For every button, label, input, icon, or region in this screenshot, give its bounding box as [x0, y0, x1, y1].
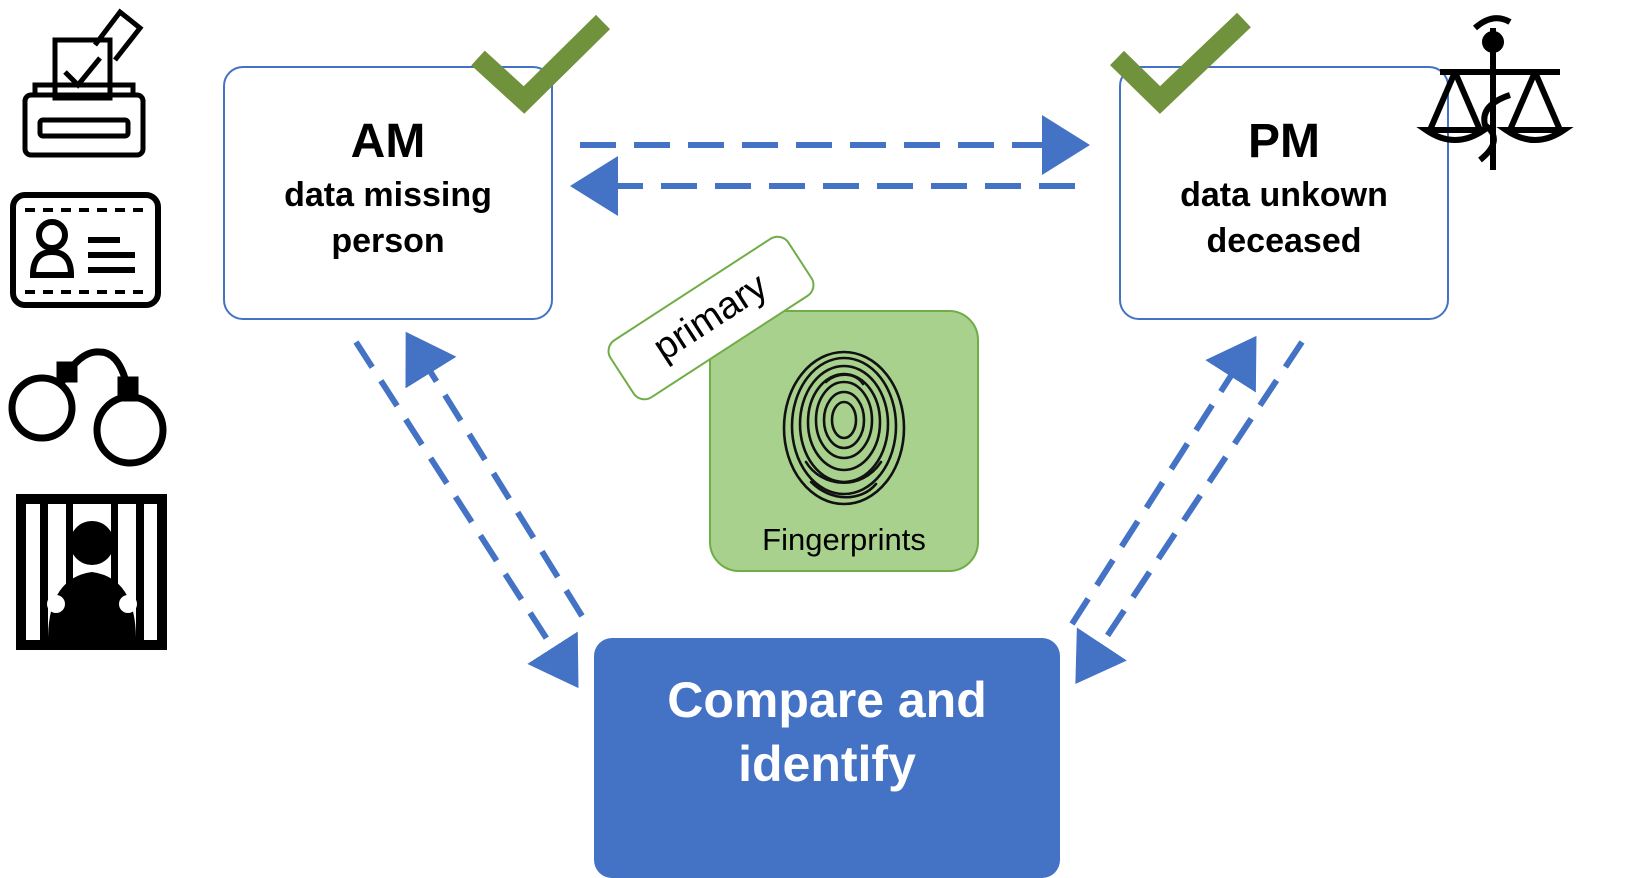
arrow-pm-to-compare: [1075, 340, 1305, 685]
checkmark-icon: [471, 14, 611, 114]
compare-line2: identify: [738, 736, 916, 792]
fingerprint-icon: [782, 350, 906, 506]
pm-title: PM: [1248, 115, 1320, 168]
pm-line1: data unkown: [1180, 176, 1388, 214]
compare-line1: Compare and: [667, 672, 987, 728]
am-title: AM: [350, 115, 426, 168]
fingerprint-box: Fingerprints: [709, 310, 979, 572]
ballot-box-icon: [22, 8, 146, 158]
am-box: AM data missing person: [223, 66, 553, 320]
compare-box: Compare and identify: [594, 638, 1060, 878]
pm-line2: deceased: [1206, 222, 1362, 260]
checkmark-icon: [1110, 12, 1251, 114]
prisoner-icon: [16, 494, 167, 650]
am-line2: person: [331, 222, 445, 260]
arrow-am-to-compare: [353, 340, 579, 689]
scales-justice-icon: [1416, 15, 1574, 170]
am-line1: data missing: [284, 176, 492, 214]
arrow-compare-to-am: [405, 331, 585, 618]
arrow-compare-to-pm: [1069, 335, 1257, 626]
pm-box: PM data unkown deceased: [1119, 66, 1449, 320]
handcuffs-icon: [8, 348, 167, 467]
id-card-icon: [10, 192, 161, 308]
fingerprint-label: Fingerprints: [762, 522, 926, 557]
